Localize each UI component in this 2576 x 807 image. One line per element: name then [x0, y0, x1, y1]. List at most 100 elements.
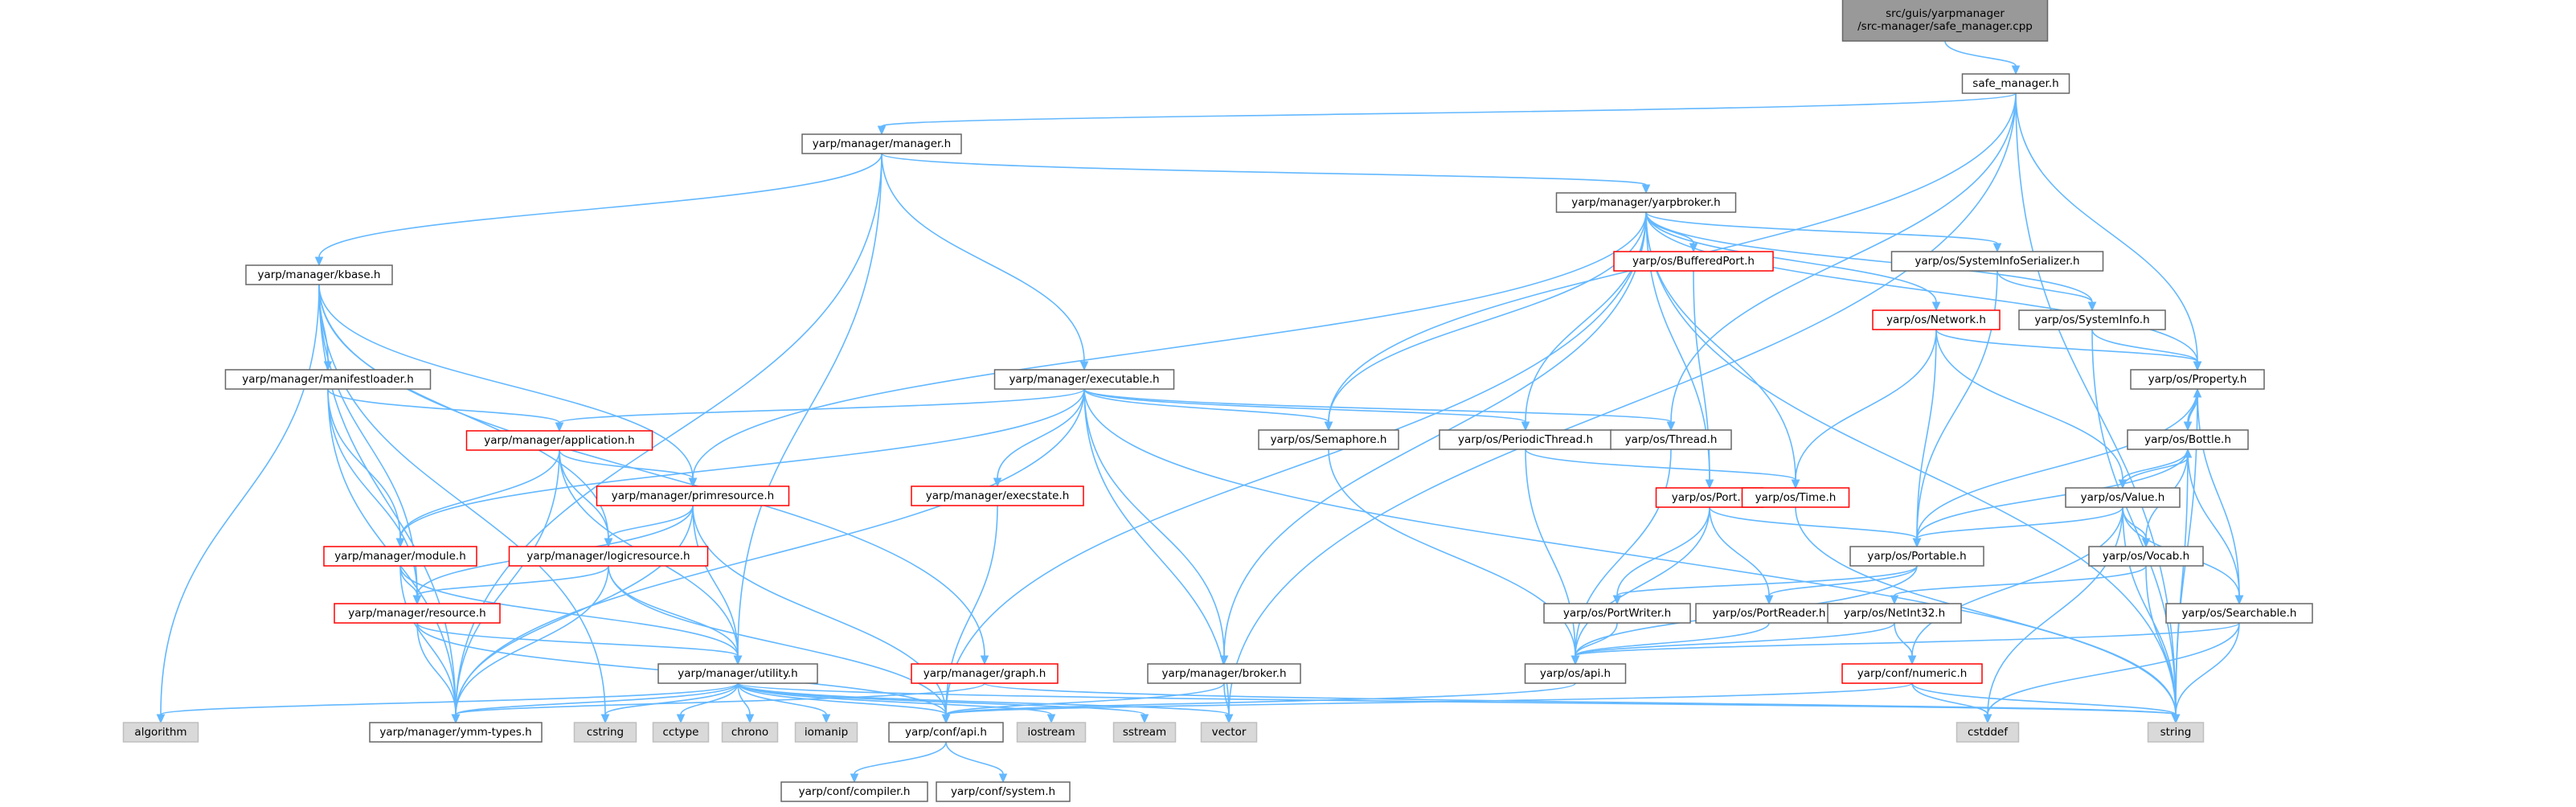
- node-network[interactable]: yarp/os/Network.h: [1872, 309, 2001, 330]
- node-vocab[interactable]: yarp/os/Vocab.h: [2088, 546, 2204, 567]
- edge-numeric-to-cstddef: [1911, 682, 1988, 715]
- edge-executable-to-execstate: [997, 388, 1085, 479]
- node-box: [1016, 722, 1087, 743]
- edge-executable-to-thread: [1083, 388, 1672, 423]
- node-kbase[interactable]: yarp/manager/kbase.h: [245, 264, 393, 285]
- edge-searchable-to-cstddef: [1987, 622, 2240, 715]
- node-label: yarp/os/Vocab.h: [2103, 550, 2189, 563]
- edge-value-to-portable: [1916, 506, 2123, 539]
- node-osapi[interactable]: yarp/os/api.h: [1524, 663, 1627, 684]
- edge-executable-to-semaphore: [1083, 388, 1329, 423]
- node-periodicthread[interactable]: yarp/os/PeriodicThread.h: [1439, 429, 1612, 450]
- edge-arrowhead: [1571, 655, 1580, 666]
- node-value[interactable]: yarp/os/Value.h: [2065, 487, 2181, 508]
- node-label: yarp/os/NetInt32.h: [1844, 607, 1945, 620]
- node-ymmtypes[interactable]: yarp/manager/ymm-types.h: [369, 722, 543, 743]
- edge-yarpbroker-to-string: [1645, 211, 2177, 715]
- node-label: yarp/os/PortReader.h: [1713, 607, 1826, 620]
- node-property[interactable]: yarp/os/Property.h: [2130, 369, 2265, 390]
- node-bottle[interactable]: yarp/os/Bottle.h: [2127, 429, 2249, 450]
- edge-arrowhead: [555, 422, 564, 432]
- node-thread[interactable]: yarp/os/Thread.h: [1610, 429, 1732, 450]
- node-port[interactable]: yarp/os/Port.h: [1655, 487, 1764, 508]
- node-system[interactable]: yarp/conf/system.h: [936, 781, 1071, 802]
- node-box: [2065, 487, 2181, 508]
- node-manifestloader[interactable]: yarp/manager/manifestloader.h: [224, 369, 432, 390]
- edge-arrowhead: [1705, 479, 1714, 490]
- edge-portwriter-to-osapi: [1575, 622, 1618, 657]
- node-resource[interactable]: yarp/manager/resource.h: [334, 603, 501, 624]
- node-yarpbroker[interactable]: yarp/manager/yarpbroker.h: [1555, 192, 1737, 213]
- node-box: [2165, 603, 2313, 624]
- node-time[interactable]: yarp/os/Time.h: [1741, 487, 1850, 508]
- edge-network-to-property: [1935, 329, 2198, 363]
- edge-yarpbroker-to-sysinfoser: [1645, 211, 1998, 244]
- node-application[interactable]: yarp/manager/application.h: [465, 430, 653, 451]
- edge-safe-to-vector: [1228, 92, 2017, 715]
- node-box: [2127, 429, 2249, 450]
- node-box: [508, 546, 709, 567]
- node-label: sstream: [1123, 726, 1166, 739]
- node-execstate[interactable]: yarp/manager/execstate.h: [911, 485, 1084, 506]
- edge-arrowhead: [877, 125, 887, 136]
- node-label: src/guis/yarpmanager: [1886, 7, 2005, 20]
- edge-value-to-vocab: [2122, 506, 2147, 539]
- edge-manifestloader-to-module: [327, 388, 401, 539]
- node-executable[interactable]: yarp/manager/executable.h: [993, 369, 1175, 390]
- node-label: yarp/conf/api.h: [905, 726, 987, 739]
- edge-vocab-to-string: [2145, 565, 2177, 715]
- node-manager[interactable]: yarp/manager/manager.h: [801, 133, 962, 154]
- node-safe[interactable]: safe_manager.h: [1961, 73, 2070, 94]
- node-numeric[interactable]: yarp/conf/numeric.h: [1841, 663, 1983, 684]
- node-label: yarp/os/Property.h: [2148, 373, 2247, 386]
- node-graph[interactable]: yarp/manager/graph.h: [911, 663, 1059, 684]
- node-bufferedport[interactable]: yarp/os/BufferedPort.h: [1613, 251, 1774, 272]
- edge-vocab-to-netint32: [1894, 565, 2147, 596]
- node-primresource[interactable]: yarp/manager/primresource.h: [596, 485, 790, 506]
- node-box: [1112, 722, 1177, 743]
- node-semaphore[interactable]: yarp/os/Semaphore.h: [1258, 429, 1399, 450]
- node-portable[interactable]: yarp/os/Portable.h: [1849, 546, 1984, 567]
- edge-semaphore-to-osapi: [1328, 449, 1576, 657]
- node-box: [1872, 309, 2001, 330]
- node-box: [1200, 722, 1258, 743]
- edge-manager-to-utility: [737, 153, 883, 657]
- edge-manifestloader-to-application: [327, 388, 560, 424]
- edge-logicresource-to-resource: [416, 565, 609, 596]
- node-module[interactable]: yarp/manager/module.h: [323, 546, 477, 567]
- edge-property-to-searchable: [2197, 388, 2240, 596]
- node-confapi[interactable]: yarp/conf/api.h: [888, 722, 1004, 743]
- node-box: [1827, 603, 1962, 624]
- edge-value-to-numeric: [1911, 506, 2123, 657]
- edge-numeric-to-confapi: [945, 682, 1913, 715]
- edge-manager-to-kbase: [318, 153, 883, 258]
- node-utility[interactable]: yarp/manager/utility.h: [657, 663, 818, 684]
- edge-utility-to-sstream: [737, 682, 1145, 715]
- node-sysinfo[interactable]: yarp/os/SystemInfo.h: [2018, 309, 2166, 330]
- edge-bottle-to-searchable: [2187, 449, 2240, 596]
- node-searchable[interactable]: yarp/os/Searchable.h: [2165, 603, 2313, 624]
- edge-application-to-ymmtypes: [455, 449, 560, 715]
- node-sysinfoser[interactable]: yarp/os/SystemInfoSerializer.h: [1890, 251, 2104, 272]
- nodes-layer: src/guis/yarpmanager/src-manager/safe_ma…: [122, 0, 2313, 802]
- node-box: [888, 722, 1004, 743]
- edge-executable-to-application: [559, 388, 1085, 424]
- node-netint32[interactable]: yarp/os/NetInt32.h: [1827, 603, 1962, 624]
- edge-kbase-to-primresource: [318, 284, 694, 479]
- edge-executable-to-module: [399, 388, 1085, 539]
- edge-utility-to-cstring: [604, 682, 739, 715]
- node-box: [1849, 546, 1984, 567]
- node-compiler[interactable]: yarp/conf/compiler.h: [780, 781, 928, 802]
- node-box: [652, 722, 710, 743]
- node-logicresource[interactable]: yarp/manager/logicresource.h: [508, 546, 709, 567]
- edge-arrowhead: [1912, 538, 1922, 548]
- node-portwriter[interactable]: yarp/os/PortWriter.h: [1543, 603, 1691, 624]
- node-chrono: chrono: [721, 722, 779, 743]
- node-cstddef: cstddef: [1956, 722, 2020, 743]
- edge-arrowhead: [850, 773, 859, 784]
- node-box: [780, 781, 928, 802]
- edge-bottle-to-portable: [1916, 449, 2189, 539]
- node-portreader[interactable]: yarp/os/PortReader.h: [1695, 603, 1843, 624]
- node-iostream: iostream: [1016, 722, 1087, 743]
- node-broker[interactable]: yarp/manager/broker.h: [1147, 663, 1301, 684]
